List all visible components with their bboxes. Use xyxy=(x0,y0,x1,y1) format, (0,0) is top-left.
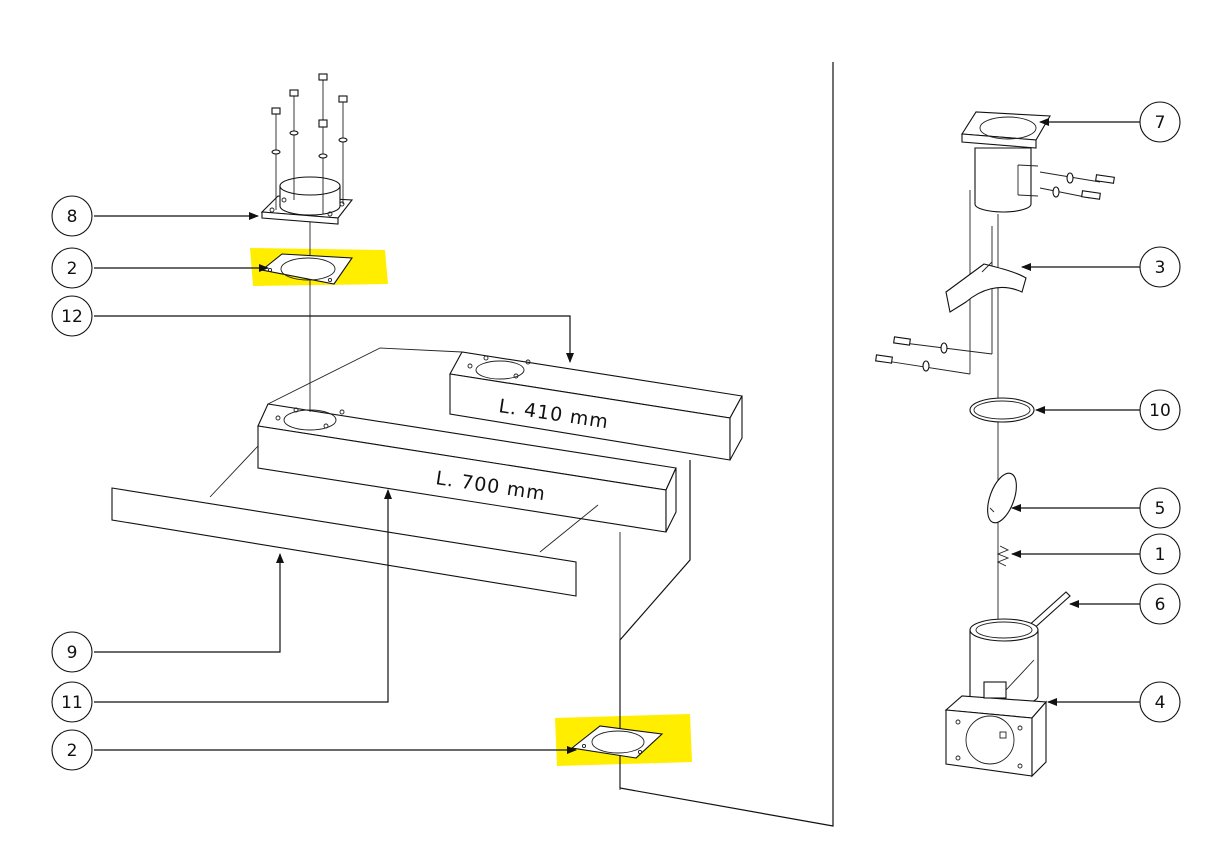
callout-2-bottom: 2 xyxy=(51,729,93,771)
short-beam-410: L. 410 mm xyxy=(449,351,743,461)
bottom-gasket xyxy=(570,725,664,759)
svg-text:3: 3 xyxy=(1155,258,1166,278)
bracket-bolts xyxy=(875,336,993,375)
spring xyxy=(996,545,1010,567)
callout-10: 10 xyxy=(1139,389,1181,431)
callout-11: 11 xyxy=(51,681,93,723)
callout-6: 6 xyxy=(1139,583,1181,625)
svg-text:6: 6 xyxy=(1155,595,1166,615)
panel-connector-top xyxy=(622,62,833,72)
callout-7: 7 xyxy=(1139,101,1181,143)
callout-4: 4 xyxy=(1139,681,1181,723)
callout-1: 1 xyxy=(1139,533,1181,575)
motor-flange-assembly xyxy=(961,111,1115,650)
callout-8: 8 xyxy=(51,195,93,237)
callout-3: 3 xyxy=(1139,246,1181,288)
valve-housing xyxy=(944,618,1048,778)
callout-9: 9 xyxy=(51,631,93,673)
long-beam-700: L. 700 mm xyxy=(257,403,677,533)
svg-text:10: 10 xyxy=(1149,401,1171,421)
callout-5: 5 xyxy=(1139,487,1181,529)
svg-text:9: 9 xyxy=(67,643,78,663)
o-ring xyxy=(969,397,1035,423)
valve-disc xyxy=(987,472,1017,524)
flat-bar xyxy=(111,487,577,597)
callout-12: 12 xyxy=(51,295,93,337)
svg-text:12: 12 xyxy=(61,307,83,327)
svg-text:2: 2 xyxy=(67,741,78,761)
svg-text:7: 7 xyxy=(1155,113,1166,133)
svg-text:5: 5 xyxy=(1155,499,1166,519)
svg-text:2: 2 xyxy=(67,259,78,279)
callout-2-top: 2 xyxy=(51,247,93,289)
bolt-icon xyxy=(271,73,348,214)
svg-text:4: 4 xyxy=(1155,693,1166,713)
curved-bracket xyxy=(945,261,1027,313)
svg-text:1: 1 xyxy=(1155,545,1166,565)
svg-text:8: 8 xyxy=(67,207,78,227)
svg-text:11: 11 xyxy=(61,693,83,713)
top-flange-assembly xyxy=(260,176,354,225)
